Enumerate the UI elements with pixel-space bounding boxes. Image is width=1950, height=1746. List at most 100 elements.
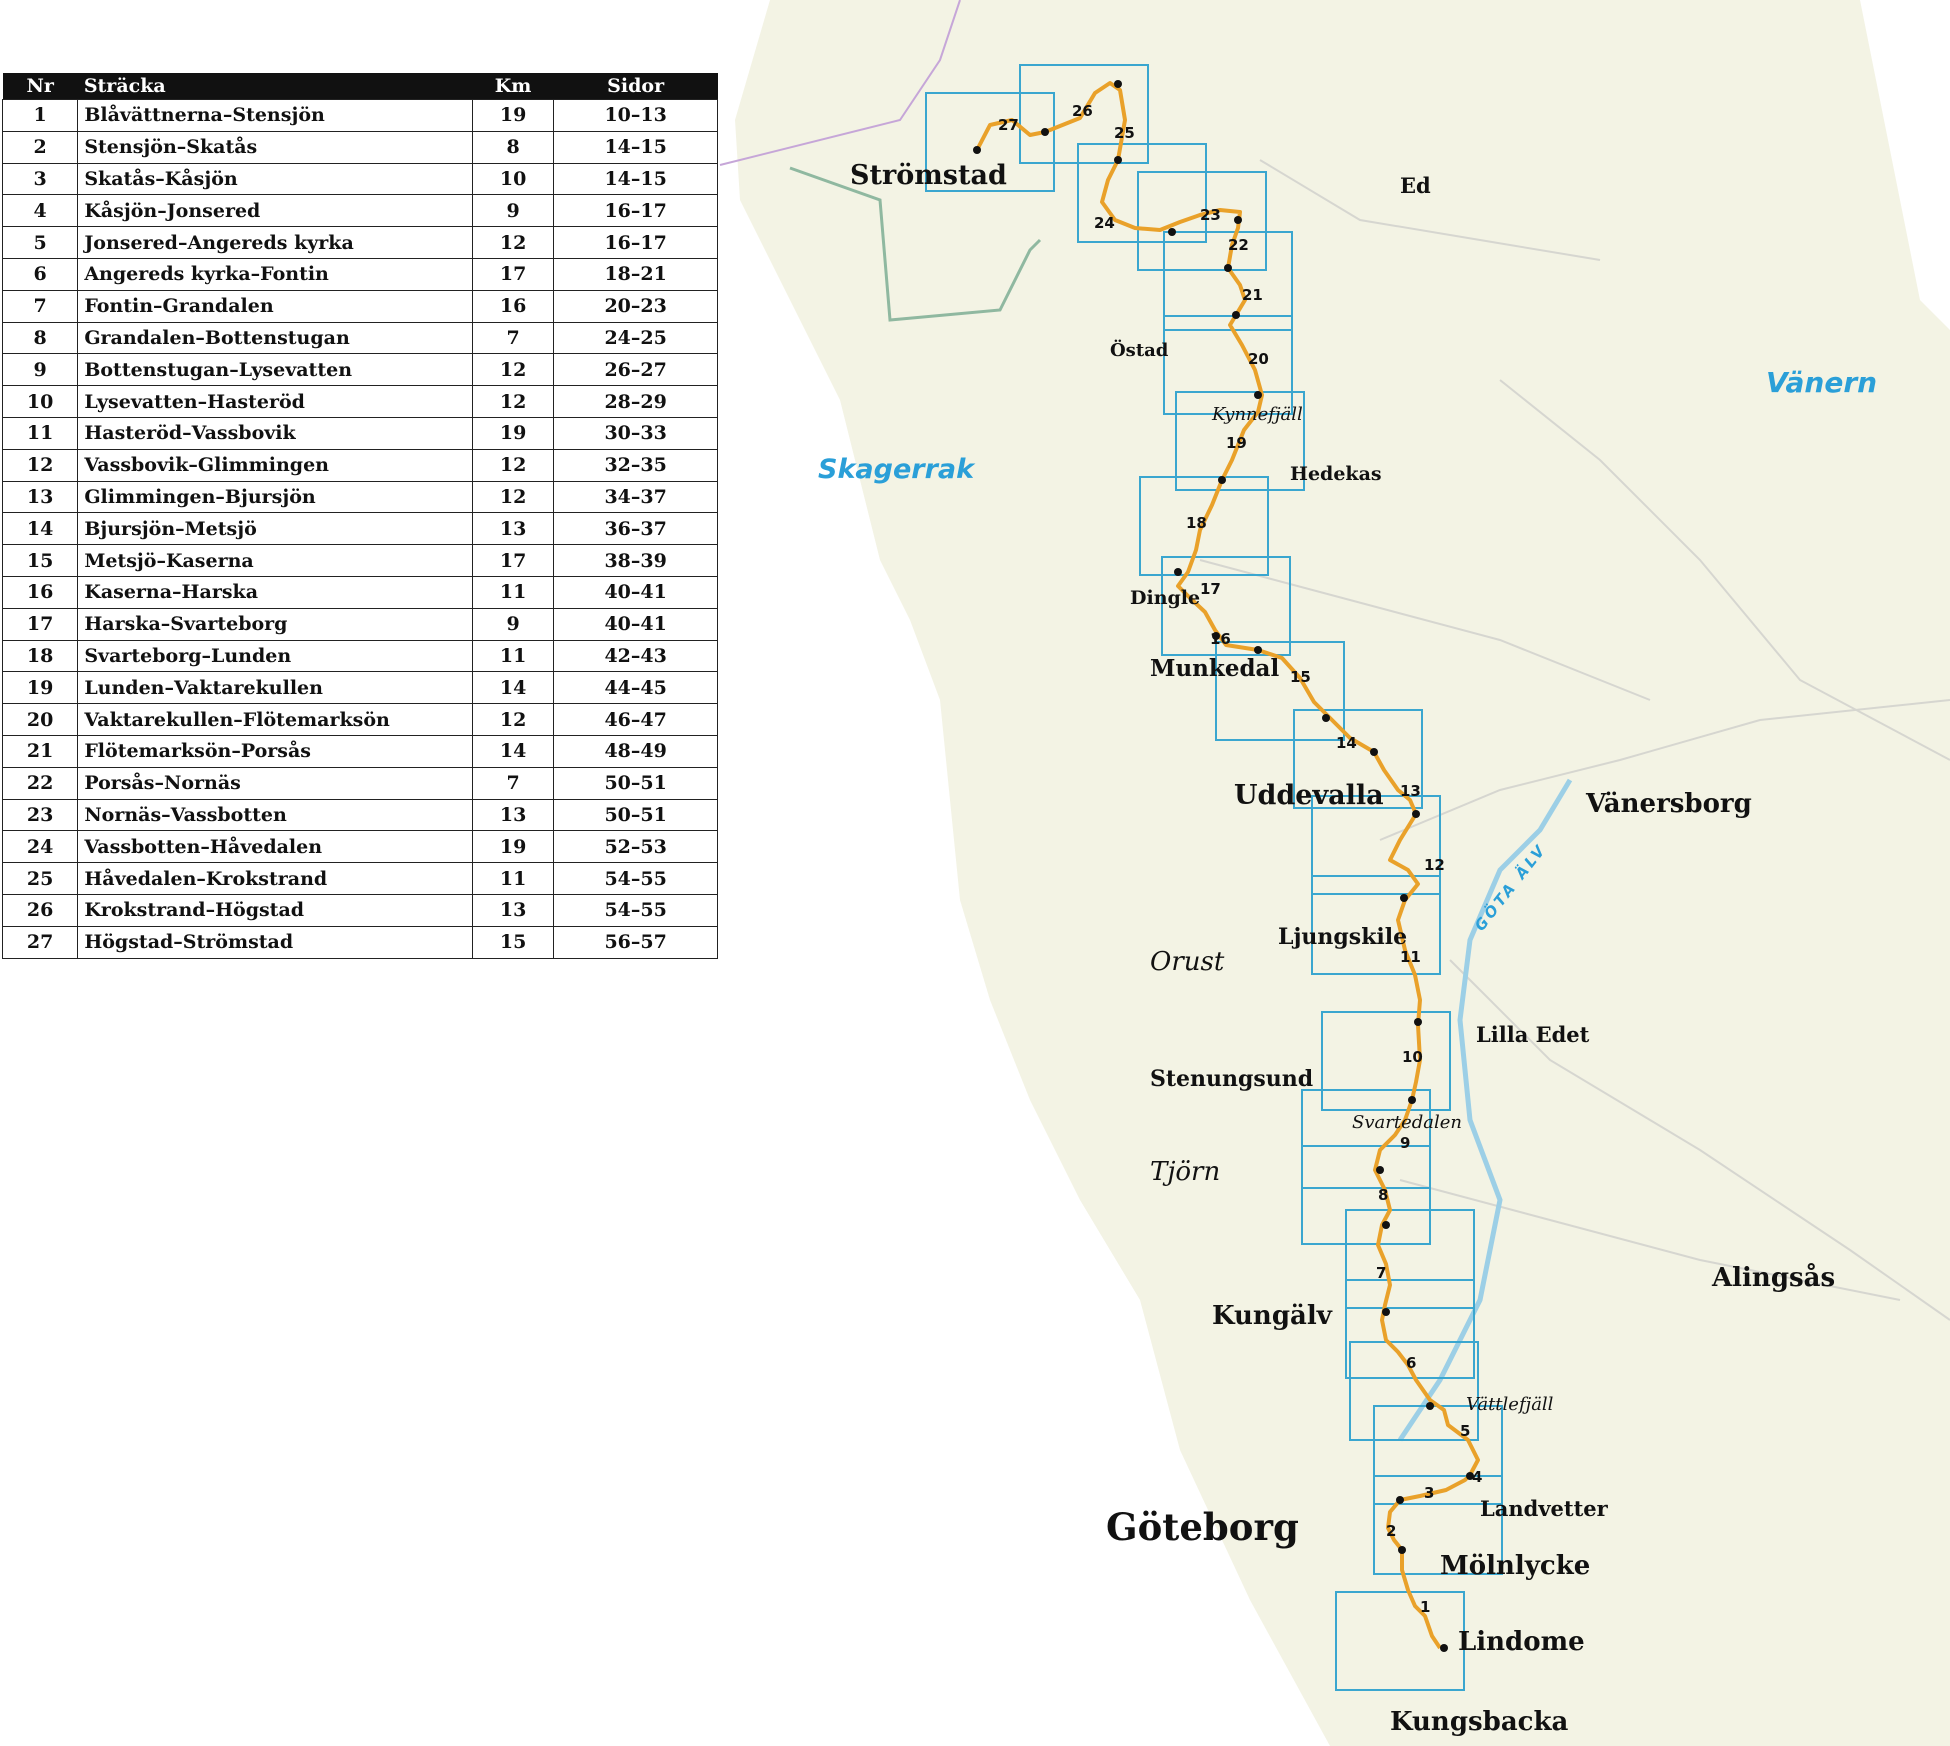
town-label-vanersborg: Vänersborg [1585, 789, 1752, 819]
cell-km: 11 [471, 575, 555, 609]
town-labels: Strömstad Ed Östad Hedekas Dingle Munked… [850, 160, 1835, 1737]
cell-nr: 7 [1, 289, 79, 323]
roads [1199, 159, 1950, 1321]
cell-km: 9 [471, 194, 555, 228]
cell-sidor: 14–15 [553, 130, 718, 164]
cell-stracka: Skatås–Kåsjön [77, 162, 473, 196]
cell-sidor: 42–43 [553, 639, 718, 673]
cell-stracka: Blåvättnerna–Stensjön [77, 99, 473, 132]
cell-stracka: Lunden–Vaktarekullen [77, 671, 473, 705]
header-stracka: Sträcka [77, 73, 473, 100]
town-label-kungalv: Kungälv [1212, 1301, 1333, 1331]
header-km: Km [472, 73, 554, 100]
segment-number: 18 [1186, 514, 1207, 532]
cell-nr: 18 [1, 639, 79, 673]
cell-km: 19 [471, 830, 555, 864]
cell-nr: 15 [1, 544, 79, 577]
stage-points [973, 80, 1474, 1652]
segment-number: 25 [1114, 124, 1135, 142]
cell-stracka: Vassbotten–Håvedalen [77, 830, 473, 864]
hiking-route [975, 81, 1480, 1650]
cell-nr: 21 [1, 734, 79, 768]
cell-km: 12 [471, 480, 555, 514]
cell-km: 9 [471, 607, 555, 641]
cell-km: 13 [471, 512, 555, 546]
town-label-goteborg: Göteborg [1106, 1505, 1299, 1549]
cell-sidor: 46–47 [553, 703, 718, 736]
cell-stracka: Vassbovik–Glimmingen [77, 448, 473, 482]
area-label-orust: Orust [1150, 947, 1225, 977]
cell-km: 17 [471, 257, 555, 291]
cell-km: 19 [471, 99, 555, 132]
cell-nr: 16 [1, 575, 79, 609]
cell-km: 11 [471, 862, 555, 895]
cell-stracka: Angereds kyrka–Fontin [77, 257, 473, 291]
cell-stracka: Harska–Svarteborg [77, 607, 473, 641]
cell-nr: 14 [1, 512, 79, 546]
cell-stracka: Stensjön–Skatås [77, 130, 473, 164]
cell-km: 14 [471, 734, 555, 768]
cell-stracka: Vaktarekullen–Flötemarksön [77, 703, 473, 736]
town-label-uddevalla: Uddevalla [1234, 780, 1384, 811]
town-label-alingsas: Alingsås [1711, 1262, 1835, 1293]
cell-sidor: 44–45 [553, 671, 718, 705]
segment-number: 13 [1400, 782, 1421, 800]
cell-sidor: 54–55 [553, 862, 718, 895]
segment-number: 17 [1200, 580, 1221, 598]
cell-stracka: Håvedalen–Krokstrand [77, 862, 473, 895]
cell-km: 17 [471, 544, 555, 577]
town-label-lilla-edet: Lilla Edet [1476, 1022, 1590, 1047]
cell-sidor: 36–37 [553, 512, 718, 546]
segment-number: 8 [1378, 1186, 1388, 1204]
cell-nr: 24 [1, 830, 79, 864]
cell-km: 12 [471, 353, 555, 387]
cell-sidor: 34–37 [553, 480, 718, 514]
cell-stracka: Grandalen–Bottenstugan [77, 321, 473, 355]
segment-number: 24 [1094, 214, 1115, 232]
segment-number: 3 [1424, 1484, 1434, 1502]
segment-number: 27 [998, 116, 1019, 134]
table-header: Nr Sträcka Km Sidor [2, 73, 718, 100]
cell-nr: 1 [1, 99, 79, 132]
cell-sidor: 18–21 [553, 257, 718, 291]
cell-sidor: 16–17 [553, 226, 718, 259]
cell-km: 13 [471, 893, 555, 927]
town-label-stromstad: Strömstad [850, 160, 1007, 191]
cell-nr: 9 [1, 353, 79, 387]
cell-km: 13 [471, 798, 555, 832]
cell-stracka: Högstad–Strömstad [77, 925, 473, 959]
cell-stracka: Nornäs–Vassbotten [77, 798, 473, 832]
cell-stracka: Bjursjön–Metsjö [77, 512, 473, 546]
segment-number: 9 [1400, 1134, 1410, 1152]
town-label-landvetter: Landvetter [1480, 1496, 1609, 1521]
area-label-kynnefjall: Kynnefjäll [1211, 404, 1303, 425]
segment-number: 16 [1210, 630, 1231, 648]
cell-nr: 6 [1, 257, 79, 291]
area-labels: Kynnefjäll Orust Tjörn Svartedalen Vättl… [1150, 404, 1554, 1415]
cell-km: 14 [471, 671, 555, 705]
segment-number: 21 [1242, 286, 1263, 304]
cell-sidor: 52–53 [553, 830, 718, 864]
cell-nr: 3 [1, 162, 79, 196]
cell-nr: 4 [1, 194, 79, 228]
cell-sidor: 20–23 [553, 289, 718, 323]
cell-km: 7 [471, 321, 555, 355]
